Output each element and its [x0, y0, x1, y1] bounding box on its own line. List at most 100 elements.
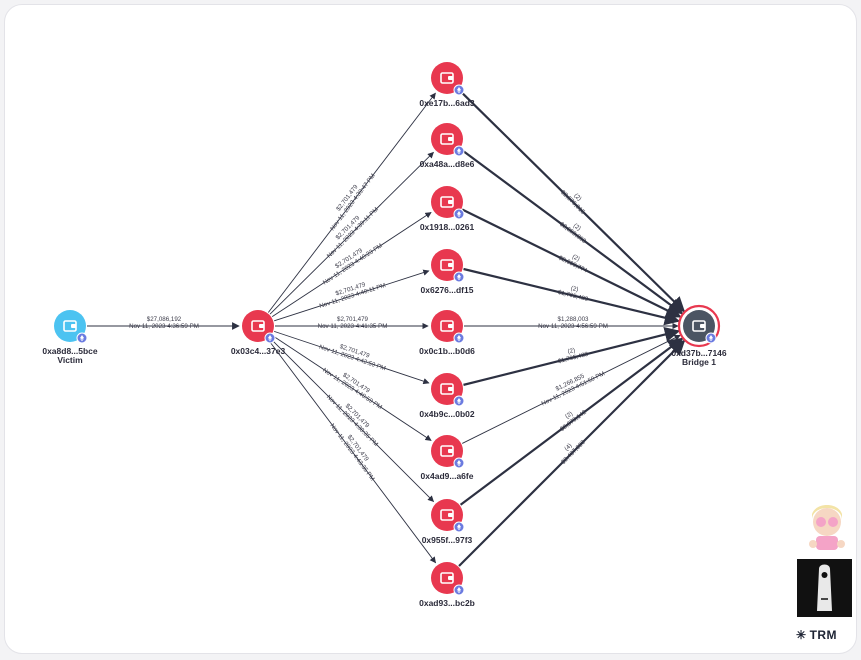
- edge-amount: $2,487,980: [560, 439, 587, 466]
- edge-count: (2): [564, 410, 574, 420]
- edge-count: (2): [571, 253, 581, 263]
- node-intermediate[interactable]: 0x0c1b...b0d6: [419, 310, 475, 356]
- wallet-icon: [251, 320, 265, 332]
- wallet-icon: [63, 320, 77, 332]
- node-intermediate[interactable]: 0xa48a...d8e6: [420, 123, 475, 169]
- edge-mid-to-bridge[interactable]: [458, 339, 686, 567]
- node-intermediate[interactable]: 0x955f...97f3: [422, 499, 473, 545]
- edge-amount: $1,288,003: [558, 316, 590, 323]
- edge-mid-to-bridge[interactable]: [463, 267, 681, 326]
- node-address: 0xe17b...6ad3: [419, 98, 475, 108]
- edge-amount: $2,576,915: [559, 189, 586, 216]
- edge-label-mid-to-bridge: (2)$1,705,488: [557, 285, 589, 303]
- node-intermediate[interactable]: 0x6276...df15: [421, 249, 474, 295]
- edge-count: (2): [567, 347, 576, 356]
- node-address: 0xa8d8...5bce: [42, 346, 98, 356]
- wallet-icon: [440, 259, 454, 271]
- wallet-icon: [440, 572, 454, 584]
- ethereum-icon: [453, 584, 465, 596]
- edge-count: (2): [572, 222, 582, 232]
- ethereum-icon: [705, 332, 717, 344]
- node-address: 0xad93...bc2b: [419, 598, 475, 608]
- wallet-icon: [440, 196, 454, 208]
- edge-amount: $2,670,142: [559, 408, 588, 433]
- snowflake-icon: ✳: [796, 628, 807, 642]
- edge-hub-to-mid[interactable]: [273, 330, 430, 385]
- node-hub[interactable]: 0x03c4...37e3: [231, 310, 286, 356]
- edges-layer: [87, 89, 686, 567]
- edge-hub-to-mid[interactable]: [271, 335, 432, 441]
- ethereum-icon: [76, 332, 88, 344]
- node-tag: Bridge 1: [682, 357, 716, 367]
- wallet-icon: [440, 320, 454, 332]
- edge-hub-to-mid[interactable]: [274, 269, 430, 322]
- graph-card: [4, 4, 857, 654]
- ethereum-icon: [453, 271, 465, 283]
- wallet-icon: [440, 133, 454, 145]
- edge-time: Nov 11, 2023 4:41:35 PM: [318, 323, 388, 330]
- edge-mid-to-bridge[interactable]: [458, 89, 686, 313]
- wallet-icon: [692, 320, 706, 332]
- node-address: 0xd37b...7146: [671, 348, 727, 358]
- node-intermediate[interactable]: 0x4ad9...a6fe: [421, 435, 474, 481]
- edge-count: (2): [570, 285, 579, 294]
- node-address: 0x1918...0261: [420, 222, 475, 232]
- node-address: 0x0c1b...b0d6: [419, 346, 475, 356]
- edge-label-mid-to-bridge: (2)$2,608,774: [557, 253, 588, 274]
- ethereum-icon: [453, 457, 465, 469]
- edge-time: Nov 11, 2023 4:36:59 PM: [129, 323, 199, 330]
- edge-hub-to-mid[interactable]: [269, 151, 434, 315]
- node-address: 0x955f...97f3: [422, 535, 473, 545]
- ethereum-icon: [453, 521, 465, 533]
- edge-count: (2): [572, 192, 582, 202]
- wallet-icon: [440, 509, 454, 521]
- edge-label-mid-to-bridge: (4)$2,487,980: [560, 439, 587, 466]
- sticker-image: [804, 500, 850, 552]
- node-intermediate[interactable]: 0x4b9c...0b02: [419, 373, 475, 419]
- edge-time: Nov 11, 2023 4:40:59 PM: [321, 367, 383, 411]
- edge-label-mid-to-bridge: (2)$2,576,915: [559, 189, 586, 216]
- wallet-icon: [440, 72, 454, 84]
- edge-amount: $2,701,479: [337, 316, 369, 323]
- edge-mid-to-bridge[interactable]: [462, 334, 681, 444]
- ethereum-icon: [453, 145, 465, 157]
- node-intermediate[interactable]: 0xe17b...6ad3: [419, 62, 475, 108]
- ethereum-icon: [453, 84, 465, 96]
- node-address: 0x6276...df15: [421, 285, 474, 295]
- character-image: [797, 559, 852, 617]
- edge-label-mid-to-bridge: (2)$2,559,863: [558, 221, 587, 245]
- edge-amount: $27,086,192: [147, 316, 182, 323]
- node-address: 0x4ad9...a6fe: [421, 471, 474, 481]
- node-intermediate[interactable]: 0x1918...0261: [420, 186, 475, 232]
- ethereum-icon: [453, 332, 465, 344]
- edge-hub-to-mid[interactable]: [271, 212, 432, 318]
- edge-mid-to-bridge[interactable]: [461, 208, 682, 318]
- edge-label-mid-to-bridge: (2)$2,670,142: [559, 408, 588, 433]
- ethereum-icon: [453, 208, 465, 220]
- node-address: 0x03c4...37e3: [231, 346, 286, 356]
- edge-hub-to-mid[interactable]: [267, 339, 436, 564]
- edge-label-mid-to-bridge: (2)$1,705,488: [557, 347, 589, 365]
- node-tag: Victim: [57, 355, 83, 365]
- node-intermediate[interactable]: 0xad93...bc2b: [419, 562, 475, 608]
- edge-time: Nov 11, 2023 4:56:59 PM: [538, 323, 608, 330]
- trm-logo: ✳TRM: [796, 628, 837, 642]
- ethereum-icon: [453, 395, 465, 407]
- edge-mid-to-bridge[interactable]: [459, 148, 684, 315]
- logo-text: TRM: [809, 628, 838, 642]
- edge-mid-to-bridge[interactable]: [463, 326, 681, 386]
- edge-hub-to-mid[interactable]: [269, 337, 435, 503]
- node-address: 0xa48a...d8e6: [420, 159, 475, 169]
- edge-mid-to-bridge[interactable]: [459, 337, 684, 506]
- node-address: 0x4b9c...0b02: [419, 409, 475, 419]
- edge-hub-to-mid[interactable]: [267, 92, 436, 313]
